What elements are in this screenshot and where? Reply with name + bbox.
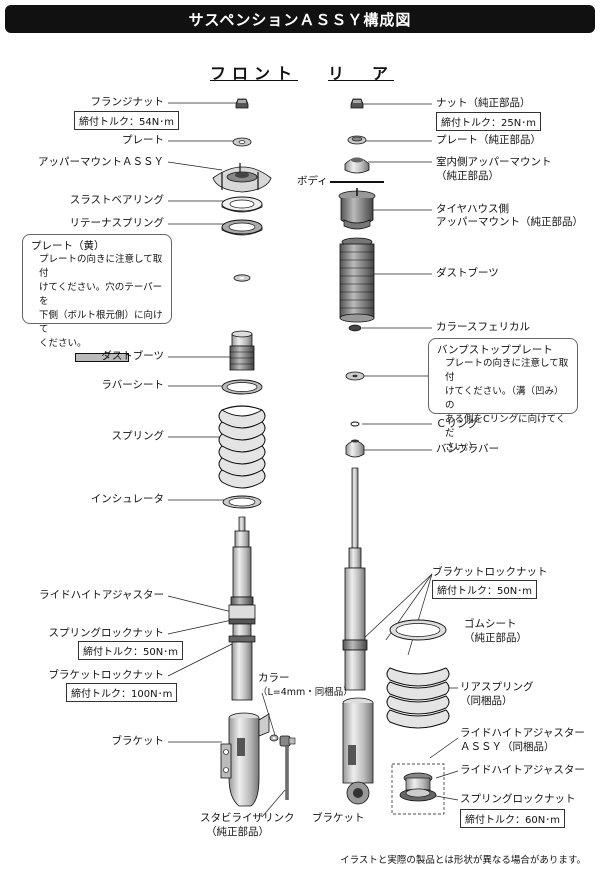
front-yellow-plate	[233, 274, 251, 282]
label-front-spring-lock-nut: スプリングロックナット	[48, 627, 165, 639]
rear-leader-lines	[361, 103, 459, 801]
rear-spring	[386, 667, 450, 729]
rear-shock-body	[342, 467, 368, 691]
label-rear-rubber-sheet: ゴムシート	[464, 618, 517, 630]
label-rear-nut: ナット（純正部品）	[436, 97, 531, 109]
rear-bump-stop-note-title: バンプストッププレート	[437, 344, 553, 356]
front-dust-boot	[229, 330, 255, 371]
label-front-upper-mount: アッパーマウントＡＳＳＹ	[38, 156, 164, 168]
label-front-bracket: ブラケット	[111, 735, 165, 747]
label-rear-bump-rubber: バンプラバー	[436, 443, 500, 455]
front-rubber-sheet	[221, 379, 263, 395]
rear-dust-boot	[339, 237, 375, 323]
page-title: サスペンションＡＳＳＹ構成図	[5, 5, 595, 33]
label-front-rubber-sheet: ラバーシート	[101, 379, 164, 391]
label-front-insulator: インシュレータ	[90, 493, 164, 505]
label-front-collar-sub: （L=4mm・同梱品）	[258, 687, 353, 698]
label-rear-interior-mount: 室内側アッパーマウント	[436, 156, 552, 168]
label-rear-spring-sub: （同梱品）	[460, 695, 513, 707]
front-plate-note-title: プレート（黄）	[31, 240, 105, 252]
front-plate-note-illustration	[75, 353, 129, 362]
rear-bump-stop-note-body: プレートの向きに注意して取付 けてください。（溝（凹み）の ある側をCリングに向…	[445, 358, 569, 453]
label-rear-tire-house-mount: タイヤハウス側	[436, 203, 509, 215]
label-rear-ride-height-assy-sub: ＡＳＳＹ（同梱品）	[460, 741, 555, 753]
label-front-ride-height-adjuster: ライドハイトアジャスター	[39, 589, 164, 601]
label-rear-tire-house-mount-sub: アッパーマウント（純正部品）	[436, 216, 583, 228]
rear-rubber-sheet	[389, 619, 447, 641]
rear-c-ring	[350, 421, 360, 427]
torque-front-bracket-lock-nut: 締付トルク：100N･m	[66, 683, 178, 702]
label-front-plate: プレート	[122, 134, 164, 146]
rear-bracket	[342, 697, 374, 805]
rear-interior-mount	[344, 157, 370, 174]
label-front-dust-boot: ダストブーツ	[101, 350, 164, 362]
front-plate	[232, 137, 252, 147]
label-rear-ride-height-assy: ライドハイトアジャスター	[460, 727, 585, 739]
label-rear-dust-boot: ダストブーツ	[436, 267, 499, 279]
rear-bump-stop-plate	[345, 371, 365, 381]
label-rear-bracket-lock-nut: ブラケットロックナット	[432, 566, 548, 578]
label-front-collar: カラー	[258, 672, 290, 684]
label-rear-c-ring: Ｃリング	[436, 418, 478, 430]
front-insulator	[222, 495, 262, 509]
front-upper-mount	[212, 163, 272, 193]
rear-assembly	[330, 98, 459, 815]
torque-front-flange-nut: 締付トルク：54N･m	[74, 111, 179, 130]
front-collar	[269, 734, 279, 742]
label-front-flange-nut: フランジナット	[90, 96, 165, 108]
rear-bump-rubber	[345, 439, 365, 458]
front-shock-body	[228, 516, 256, 701]
front-stabilizer-link	[279, 735, 296, 800]
rear-collar-spherical	[348, 324, 362, 332]
rear-header: リ ア	[328, 64, 395, 83]
front-retainer-spring	[221, 219, 263, 236]
rear-plate	[347, 135, 367, 145]
label-front-spring: スプリング	[111, 430, 165, 442]
label-rear-collar-spherical: カラースフェリカル	[436, 321, 530, 333]
footer-disclaimer: イラストと実際の製品とは形状が異なる場合があります。	[340, 855, 586, 866]
label-front-bracket-lock-nut: ブラケットロックナット	[48, 669, 165, 681]
front-flange-nut	[235, 98, 249, 109]
label-rear-spring-lock-nut: スプリングロックナット	[460, 793, 576, 805]
label-rear-spring: リアスプリング	[460, 681, 534, 693]
front-leader-lines	[167, 102, 286, 818]
label-rear-ride-height-adjuster: ライドハイトアジャスター	[460, 764, 585, 776]
label-front-stabilizer-link: スタビライザリンク	[200, 812, 295, 824]
torque-rear-nut: 締付トルク：25N･m	[436, 112, 541, 131]
label-rear-interior-mount-sub: （純正部品）	[436, 170, 499, 182]
rear-bump-stop-note: バンプストッププレート プレートの向きに注意して取付 けてください。（溝（凹み）…	[428, 338, 578, 453]
label-rear-rubber-sheet-sub: （純正部品）	[464, 632, 527, 644]
rear-ride-height-assy	[391, 763, 445, 815]
label-rear-body: ボディ	[297, 175, 328, 187]
front-plate-note-body: プレートの向きに注意して取付 けてください。穴のテーパーを 下側（ボルト根元側）…	[39, 254, 163, 349]
front-spring	[218, 405, 266, 489]
torque-rear-bracket-lock-nut: 締付トルク：50N･m	[432, 580, 537, 599]
torque-rear-spring-lock-nut: 締付トルク：60N･m	[460, 809, 565, 828]
label-front-stabilizer-link-sub: （純正部品）	[206, 826, 269, 838]
torque-front-spring-lock-nut: 締付トルク：50N･m	[78, 641, 183, 660]
front-plate-note: プレート（黄） プレートの向きに注意して取付 けてください。穴のテーパーを 下側…	[22, 234, 172, 362]
front-header: フロント	[210, 64, 299, 83]
front-assembly	[167, 98, 296, 818]
front-bracket	[220, 712, 270, 807]
front-thrust-bearing	[221, 196, 263, 213]
label-rear-bracket: ブラケット	[312, 812, 365, 824]
rear-nut	[350, 98, 364, 109]
label-front-thrust-bearing: スラストベアリング	[69, 194, 164, 206]
label-rear-plate: プレート（純正部品）	[436, 134, 541, 146]
rear-tire-house-mount	[338, 188, 376, 230]
label-front-retainer-spring: リテーナスプリング	[69, 217, 165, 229]
